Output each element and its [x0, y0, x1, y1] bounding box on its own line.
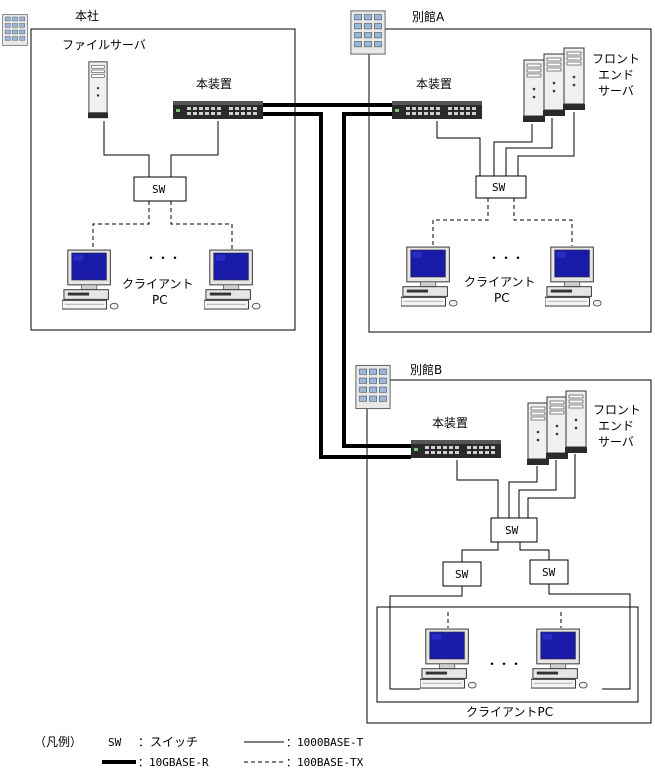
bekkan-a-building-icon: [350, 10, 386, 55]
bekkan-a-frontend-label-line3: サーバ: [598, 84, 634, 98]
bekkan-b-label: 別館B: [410, 362, 442, 377]
bekkan-a-client-pc-right-icon: [545, 246, 602, 307]
bekkan-b-switch-main-label: SW: [505, 524, 519, 537]
bekkan-b-client-label: クライアントPC: [466, 705, 553, 719]
honsha-label: 本社: [75, 8, 99, 23]
bekkan-a-switch-label: SW: [492, 181, 506, 194]
bekkan-b-100base-tx-lines: [447, 612, 562, 628]
bekkan-a-site-box: [368, 28, 652, 333]
bekkan-a-frontend-server-3-icon: [563, 47, 585, 111]
bekkan-b-switch-left: [442, 561, 482, 587]
honsha-device-label: 本装置: [196, 77, 232, 91]
bekkan-a-ellipsis: ・・・: [488, 251, 524, 265]
honsha-1000base-t-lines: [103, 121, 219, 177]
bekkan-a-frontend-server-1-icon: [523, 59, 545, 123]
legend-thin-line-desc: ：1000BASE-T: [286, 736, 364, 749]
bekkan-b-frontend-label-line3: サーバ: [598, 435, 634, 449]
bekkan-a-frontend-server-2-icon: [543, 53, 565, 117]
bekkan-b-device-label: 本装置: [432, 416, 468, 430]
bekkan-b-site-box: [366, 379, 652, 724]
legend-sw-desc: ：スイッチ: [138, 735, 198, 749]
bekkan-a-client-pc-left-icon: [401, 246, 458, 307]
honsha-client-label-line1: クライアント: [122, 277, 194, 291]
bekkan-a-client-label-line1: クライアント: [464, 275, 536, 289]
bekkan-a-frontend-label-line2: エンド: [598, 68, 634, 82]
bekkan-b-switch-right-label: SW: [542, 566, 556, 579]
honsha-client-label-line2: PC: [152, 293, 168, 307]
bekkan-a-1000base-t-lines: [436, 112, 575, 176]
bekkan-a-100base-tx-lines: [432, 198, 573, 246]
bekkan-b-client-box: [376, 606, 639, 703]
honsha-file-server-icon: [88, 61, 108, 119]
bekkan-b-frontend-server-1-icon: [527, 402, 549, 466]
honsha-building-icon: [2, 13, 28, 47]
bekkan-b-frontend-label-line2: エンド: [598, 419, 634, 433]
honsha-file-server-label: ファイルサーバ: [62, 38, 146, 52]
honsha-ellipsis: ・・・: [145, 251, 181, 265]
honsha-main-device-icon: [173, 101, 263, 119]
bekkan-b-frontend-server-3-icon: [565, 390, 587, 454]
bekkan-b-1000base-t-lines: [389, 454, 631, 690]
honsha-site-box: [30, 28, 296, 331]
bekkan-a-switch: [475, 175, 527, 199]
bekkan-b-ellipsis: ・・・: [486, 657, 522, 671]
legend-thick-line-desc: ：10GBASE-R: [138, 756, 209, 769]
trunk-lines-10gbase-r: [263, 103, 411, 459]
bekkan-b-main-device-icon: [411, 440, 501, 458]
honsha-client-pc-left-icon: [62, 249, 119, 310]
honsha-client-pc-right-icon: [204, 249, 261, 310]
bekkan-b-switch-right: [529, 559, 569, 585]
bekkan-a-client-label-line2: PC: [494, 291, 510, 305]
bekkan-b-client-pc-left-icon: [420, 628, 477, 689]
bekkan-b-frontend-server-2-icon: [546, 396, 568, 460]
bekkan-b-building-icon: [355, 364, 391, 410]
honsha-switch-label: SW: [152, 183, 166, 196]
bekkan-b-client-pc-right-icon: [531, 628, 588, 689]
bekkan-b-switch-main: [490, 517, 538, 543]
legend-title: （凡例）: [34, 735, 82, 749]
bekkan-a-label: 別館A: [412, 9, 445, 24]
legend-sw-key: SW: [108, 736, 122, 749]
bekkan-a-frontend-label-line1: フロント: [592, 52, 640, 66]
bekkan-b-switch-left-label: SW: [455, 568, 469, 581]
bekkan-b-frontend-label-line1: フロント: [593, 403, 641, 417]
legend-dashed-line-desc: ：100BASE-TX: [286, 756, 364, 769]
honsha-switch: [133, 176, 187, 202]
bekkan-a-main-device-icon: [392, 101, 482, 119]
bekkan-a-device-label: 本装置: [416, 77, 452, 91]
honsha-100base-tx-lines: [92, 201, 233, 249]
